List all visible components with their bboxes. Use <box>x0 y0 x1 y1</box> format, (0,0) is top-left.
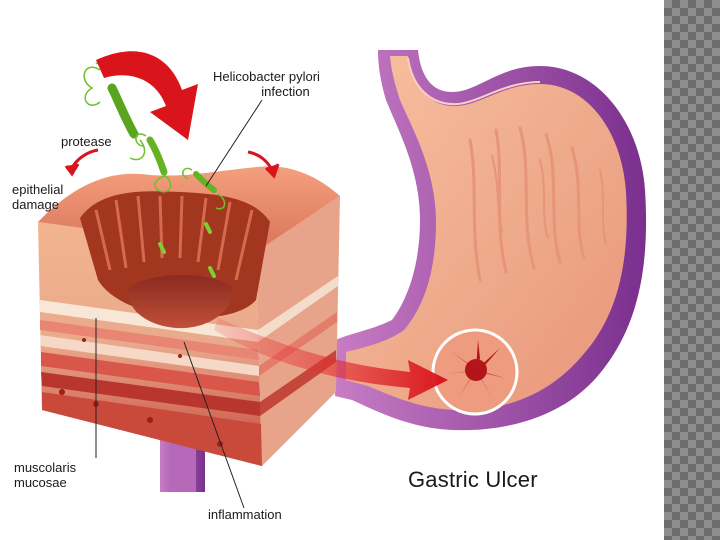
label-hp-line2: infection <box>261 84 310 99</box>
crater-folds <box>94 195 254 281</box>
pointer-arrow <box>214 318 448 400</box>
label-protease: protease <box>61 134 112 149</box>
label-musc-line1: muscolaris <box>14 460 77 475</box>
bacterium-small <box>182 167 226 210</box>
label-muscolaris: muscolaris mucosae <box>14 460 76 490</box>
side-pattern-strip <box>664 0 720 540</box>
bacteria-in-crater <box>158 222 216 278</box>
ulcer-pit <box>127 274 233 329</box>
label-epi-line2: damage <box>12 197 59 212</box>
label-epithelial: epithelial damage <box>12 182 63 212</box>
label-inflammation: inflammation <box>208 507 282 522</box>
protease-arrows <box>64 148 280 179</box>
diagram-title: Gastric Ulcer <box>408 467 538 492</box>
gastric-folds <box>468 126 607 282</box>
ulcer-highlight <box>431 328 519 416</box>
bacterium-medium <box>135 133 172 193</box>
leader-lines <box>95 99 263 509</box>
label-hp: Helicobacter pylori infection <box>213 69 320 99</box>
stomach-wall-section <box>38 166 340 466</box>
infection-arrow <box>96 51 198 140</box>
label-epi-line1: epithelial <box>12 182 64 197</box>
label-musc-line2: mucosae <box>14 475 67 490</box>
stomach-lining <box>346 56 627 411</box>
ulcer-lesion <box>448 340 505 398</box>
label-hp-line1: Helicobacter pylori <box>213 69 320 84</box>
helicobacter-bacteria <box>83 60 226 278</box>
